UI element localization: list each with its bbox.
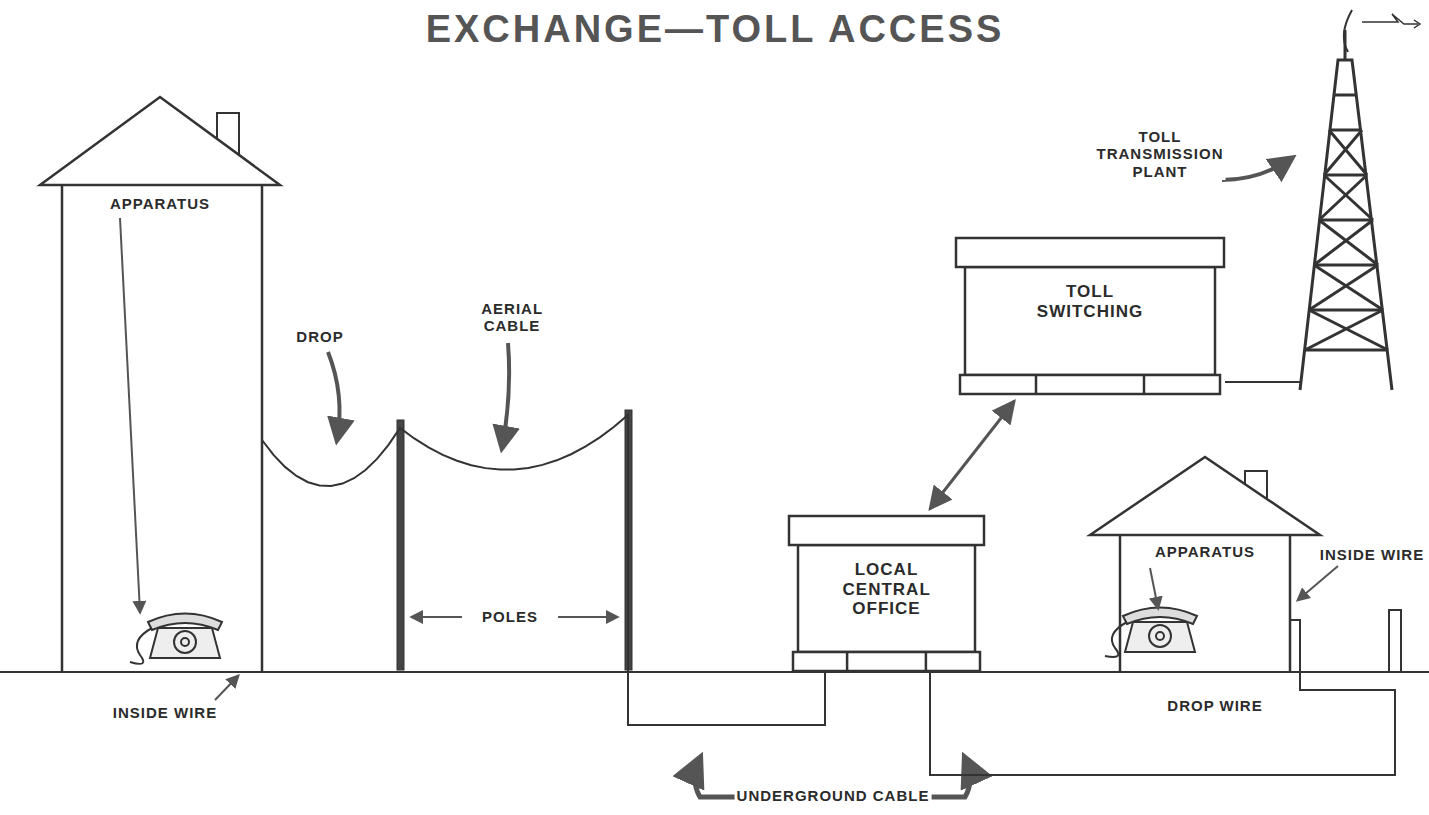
ground-line [0,671,1429,673]
drop-post [1389,610,1401,672]
roof [1090,457,1320,535]
part-label: INSIDE WIRE [1318,546,1426,563]
house-node: APPARATUS [40,95,280,672]
telephone [1105,622,1127,657]
telephone [1156,632,1164,640]
telephone [130,628,152,664]
ground-line [0,671,1429,673]
part-label: TOLL TRANSMISSION PLANT [1094,128,1225,180]
callout-arrow [1150,568,1158,608]
building-shape [789,516,984,672]
telephone [1149,625,1171,647]
telephone [1125,622,1195,652]
callout-arrow [1298,566,1338,600]
callout-arrow [120,158,1338,797]
node-label: LOCAL CENTRAL OFFICE [843,560,931,619]
callout-arrow [1222,158,1292,180]
node-label: TOLL SWITCHING [1037,282,1143,321]
transmission-tower [1305,95,1388,350]
drop-post [1389,610,1401,672]
title: EXCHANGE—TOLL ACCESS [426,8,1005,51]
building-roof [956,238,1224,267]
node-label: APPARATUS [40,195,280,212]
cable-line [930,620,1395,775]
part-label: AERIAL CABLE [479,300,545,335]
callout-arrow [412,616,462,618]
transmission-tower [1414,20,1420,28]
part-label: INSIDE WIRE [111,704,219,721]
callout-arrow [558,616,617,618]
callout-arrow [215,676,238,700]
telephone [174,631,196,653]
building-roof [789,516,984,545]
building-base [793,652,980,671]
house-node: APPARATUS [1090,455,1320,672]
part-label: UNDERGROUND CABLE [735,787,932,804]
house-outline [40,95,280,672]
transmission-tower [1225,381,1300,383]
building-wall [798,545,975,652]
building-shape [956,238,1224,395]
house-outline [1090,455,1320,672]
building-node: TOLL SWITCHING [955,237,1225,395]
connector-arrow [930,401,1015,509]
telephone [130,608,1197,664]
building-divider [1036,375,1144,395]
part-label: DROP WIRE [1165,697,1264,714]
callout-arrow [502,343,509,448]
telephone [181,638,189,646]
cable-line [262,415,825,725]
telephone [150,628,220,658]
transmission-tower [1225,10,1420,390]
callout-arrow [120,218,140,612]
roof [40,97,280,185]
building-base [960,375,1220,394]
pole [397,420,404,670]
telephone [1123,608,1197,625]
building-node: LOCAL CENTRAL OFFICE [788,515,985,672]
node-label: APPARATUS [1090,543,1320,560]
telephone [148,614,222,631]
transmission-tower [1305,130,1388,350]
transmission-tower [1300,60,1392,390]
transmission-tower [1344,10,1352,52]
part-label: DROP [294,328,345,345]
wall [62,185,262,672]
part-label: POLES [480,608,540,625]
building-wall [965,267,1215,375]
transmission-tower [1362,14,1418,24]
callout-arrow [328,352,340,440]
building-divider [847,652,926,672]
